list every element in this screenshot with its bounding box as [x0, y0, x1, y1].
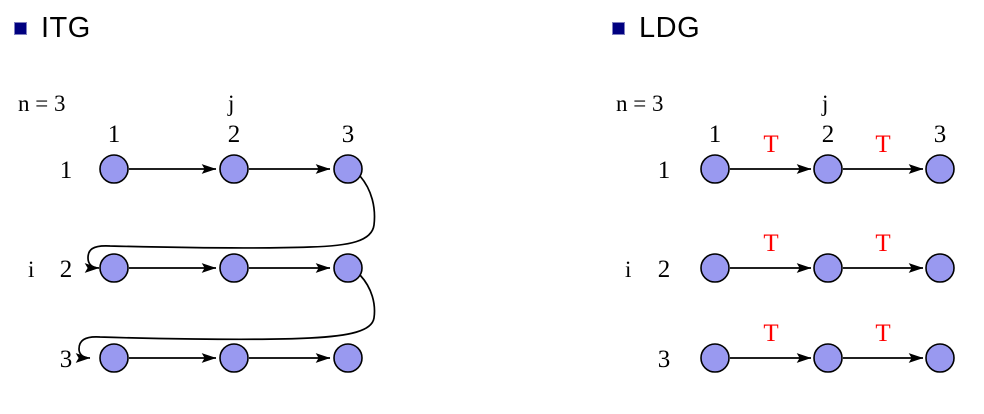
ldg-col-label-3: 3: [934, 121, 947, 148]
ldg-n-label: n = 3: [616, 91, 663, 116]
ldg-row-label-1: 1: [658, 157, 671, 184]
ldg-edge-label-r1-1: T: [763, 131, 778, 158]
itg-wrap-edge-row1-to-row2: [84, 175, 376, 273]
itg-node-r2c2[interactable]: [219, 253, 249, 283]
ldg-graph: n = 3 j i 1 2 3 1 2 3 T T T T T T: [616, 91, 955, 373]
itg-node-r1c1[interactable]: [99, 154, 129, 184]
ldg-node-r3c1[interactable]: [700, 343, 730, 373]
ldg-row-label-2: 2: [658, 256, 671, 283]
ldg-node-r2c2[interactable]: [813, 253, 843, 283]
ldg-node-r2c3[interactable]: [925, 253, 955, 283]
itg-col-label-1: 1: [108, 121, 121, 148]
ldg-col-label-2: 2: [822, 121, 835, 148]
panel-ldg-title: LDG: [639, 12, 701, 44]
itg-node-r3c1[interactable]: [99, 343, 129, 373]
itg-col-label-2: 2: [228, 121, 241, 148]
ldg-node-r3c3[interactable]: [925, 343, 955, 373]
itg-node-r3c2[interactable]: [219, 343, 249, 373]
ldg-node-r1c1[interactable]: [700, 154, 730, 184]
panel-itg: ITG n = 3 j i 1 2 3 1 2 3: [14, 14, 376, 373]
ldg-node-r1c2[interactable]: [813, 154, 843, 184]
panel-itg-title: ITG: [41, 12, 91, 44]
ldg-col-label-1: 1: [709, 121, 722, 148]
ldg-edge-label-r2-2: T: [875, 230, 890, 257]
itg-node-r2c3[interactable]: [333, 253, 363, 283]
ldg-i-label: i: [625, 257, 631, 282]
ldg-j-label: j: [821, 91, 828, 116]
itg-node-r2c1[interactable]: [99, 253, 129, 283]
ldg-edge-label-r3-2: T: [875, 320, 890, 347]
itg-row-label-3: 3: [60, 346, 73, 373]
ldg-node-r2c1[interactable]: [700, 253, 730, 283]
ldg-edge-label-r2-1: T: [763, 230, 778, 257]
bullet-square-icon: [612, 22, 625, 35]
itg-n-label: n = 3: [18, 91, 65, 116]
itg-node-r1c3[interactable]: [333, 154, 363, 184]
itg-j-label: j: [227, 91, 234, 116]
itg-i-label: i: [28, 257, 34, 282]
ldg-edge-label-r1-2: T: [875, 131, 890, 158]
ldg-row-label-3: 3: [658, 346, 671, 373]
itg-col-label-3: 3: [342, 121, 355, 148]
itg-row-label-1: 1: [60, 157, 73, 184]
panel-ldg-header: LDG: [612, 14, 700, 43]
bullet-square-icon: [14, 22, 27, 35]
itg-graph: n = 3 j i 1 2 3 1 2 3: [18, 91, 376, 373]
itg-wrap-edge-row2-to-row3: [75, 274, 376, 363]
panel-itg-header: ITG: [14, 14, 91, 43]
panel-ldg: LDG n = 3 j i 1 2 3 1 2 3 T T T T T: [492, 0, 984, 414]
ldg-node-r3c2[interactable]: [813, 343, 843, 373]
itg-row-label-2: 2: [60, 256, 73, 283]
itg-node-r3c3[interactable]: [333, 343, 363, 373]
ldg-edge-label-r3-1: T: [763, 320, 778, 347]
itg-node-r1c2[interactable]: [219, 154, 249, 184]
ldg-node-r1c3[interactable]: [925, 154, 955, 184]
